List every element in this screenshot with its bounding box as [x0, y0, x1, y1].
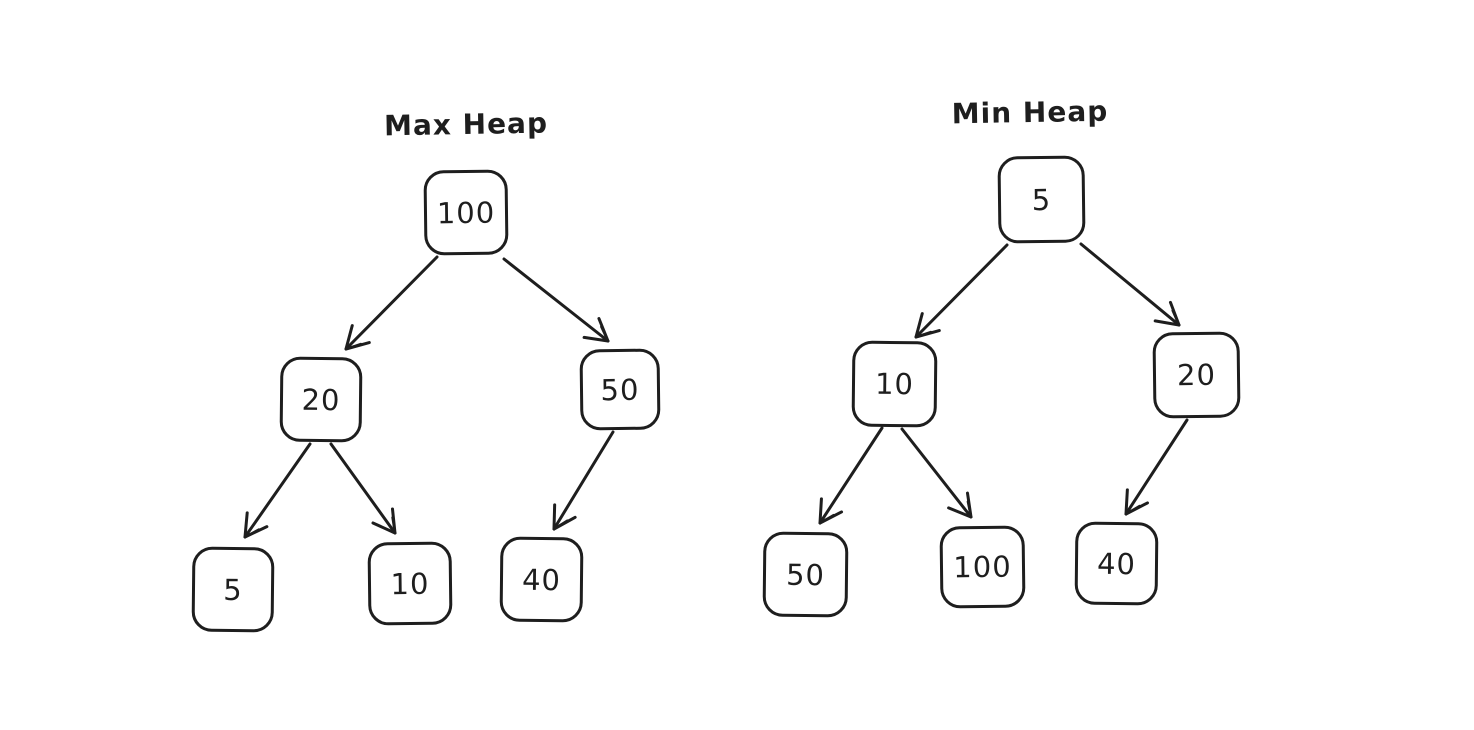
- edge-min-10-100: [900, 427, 973, 519]
- min-heap-node-left-left: 50: [762, 531, 849, 618]
- min-heap-node-right-left-label: 40: [1096, 546, 1137, 581]
- min-heap-node-right-label: 20: [1176, 357, 1217, 393]
- max-heap-node-right: 50: [579, 348, 661, 431]
- min-heap-node-left-right-label: 100: [953, 549, 1012, 585]
- edge-max-100-50: [502, 257, 610, 343]
- max-heap-node-right-left: 40: [499, 536, 584, 623]
- edge-min-5-10: [914, 243, 1009, 339]
- edge-min-5-20: [1079, 242, 1181, 327]
- max-heap-node-root-label: 100: [436, 195, 496, 230]
- edge-max-100-20: [344, 255, 439, 351]
- max-heap-node-right-left-label: 40: [521, 562, 562, 597]
- min-heap-node-left: 10: [851, 340, 938, 428]
- min-heap-node-right-left: 40: [1074, 521, 1159, 606]
- min-heap-node-left-right: 100: [939, 525, 1026, 609]
- max-heap-node-left-right-label: 10: [390, 566, 430, 601]
- min-heap-node-left-left-label: 50: [785, 557, 826, 592]
- max-heap-node-root: 100: [423, 169, 509, 256]
- max-heap-title: Max Heap: [383, 106, 549, 143]
- max-heap-node-right-label: 50: [600, 372, 640, 407]
- max-heap-node-left-left: 5: [191, 546, 275, 633]
- min-heap-node-right: 20: [1152, 331, 1241, 419]
- edge-max-50-40: [552, 430, 615, 531]
- max-heap-node-left-left-label: 5: [223, 572, 243, 607]
- edge-min-20-40: [1124, 418, 1189, 516]
- min-heap-node-root: 5: [997, 155, 1086, 244]
- min-heap-node-left-label: 10: [874, 366, 915, 402]
- max-heap-node-left: 20: [279, 356, 363, 443]
- edge-max-20-5: [243, 442, 312, 539]
- max-heap-node-left-right: 10: [367, 541, 453, 626]
- edge-max-20-10: [329, 442, 397, 535]
- max-heap-node-left-label: 20: [301, 382, 341, 417]
- min-heap-node-root-label: 5: [1031, 182, 1052, 217]
- min-heap-title: Min Heap: [951, 94, 1109, 131]
- edge-min-10-50: [818, 426, 884, 525]
